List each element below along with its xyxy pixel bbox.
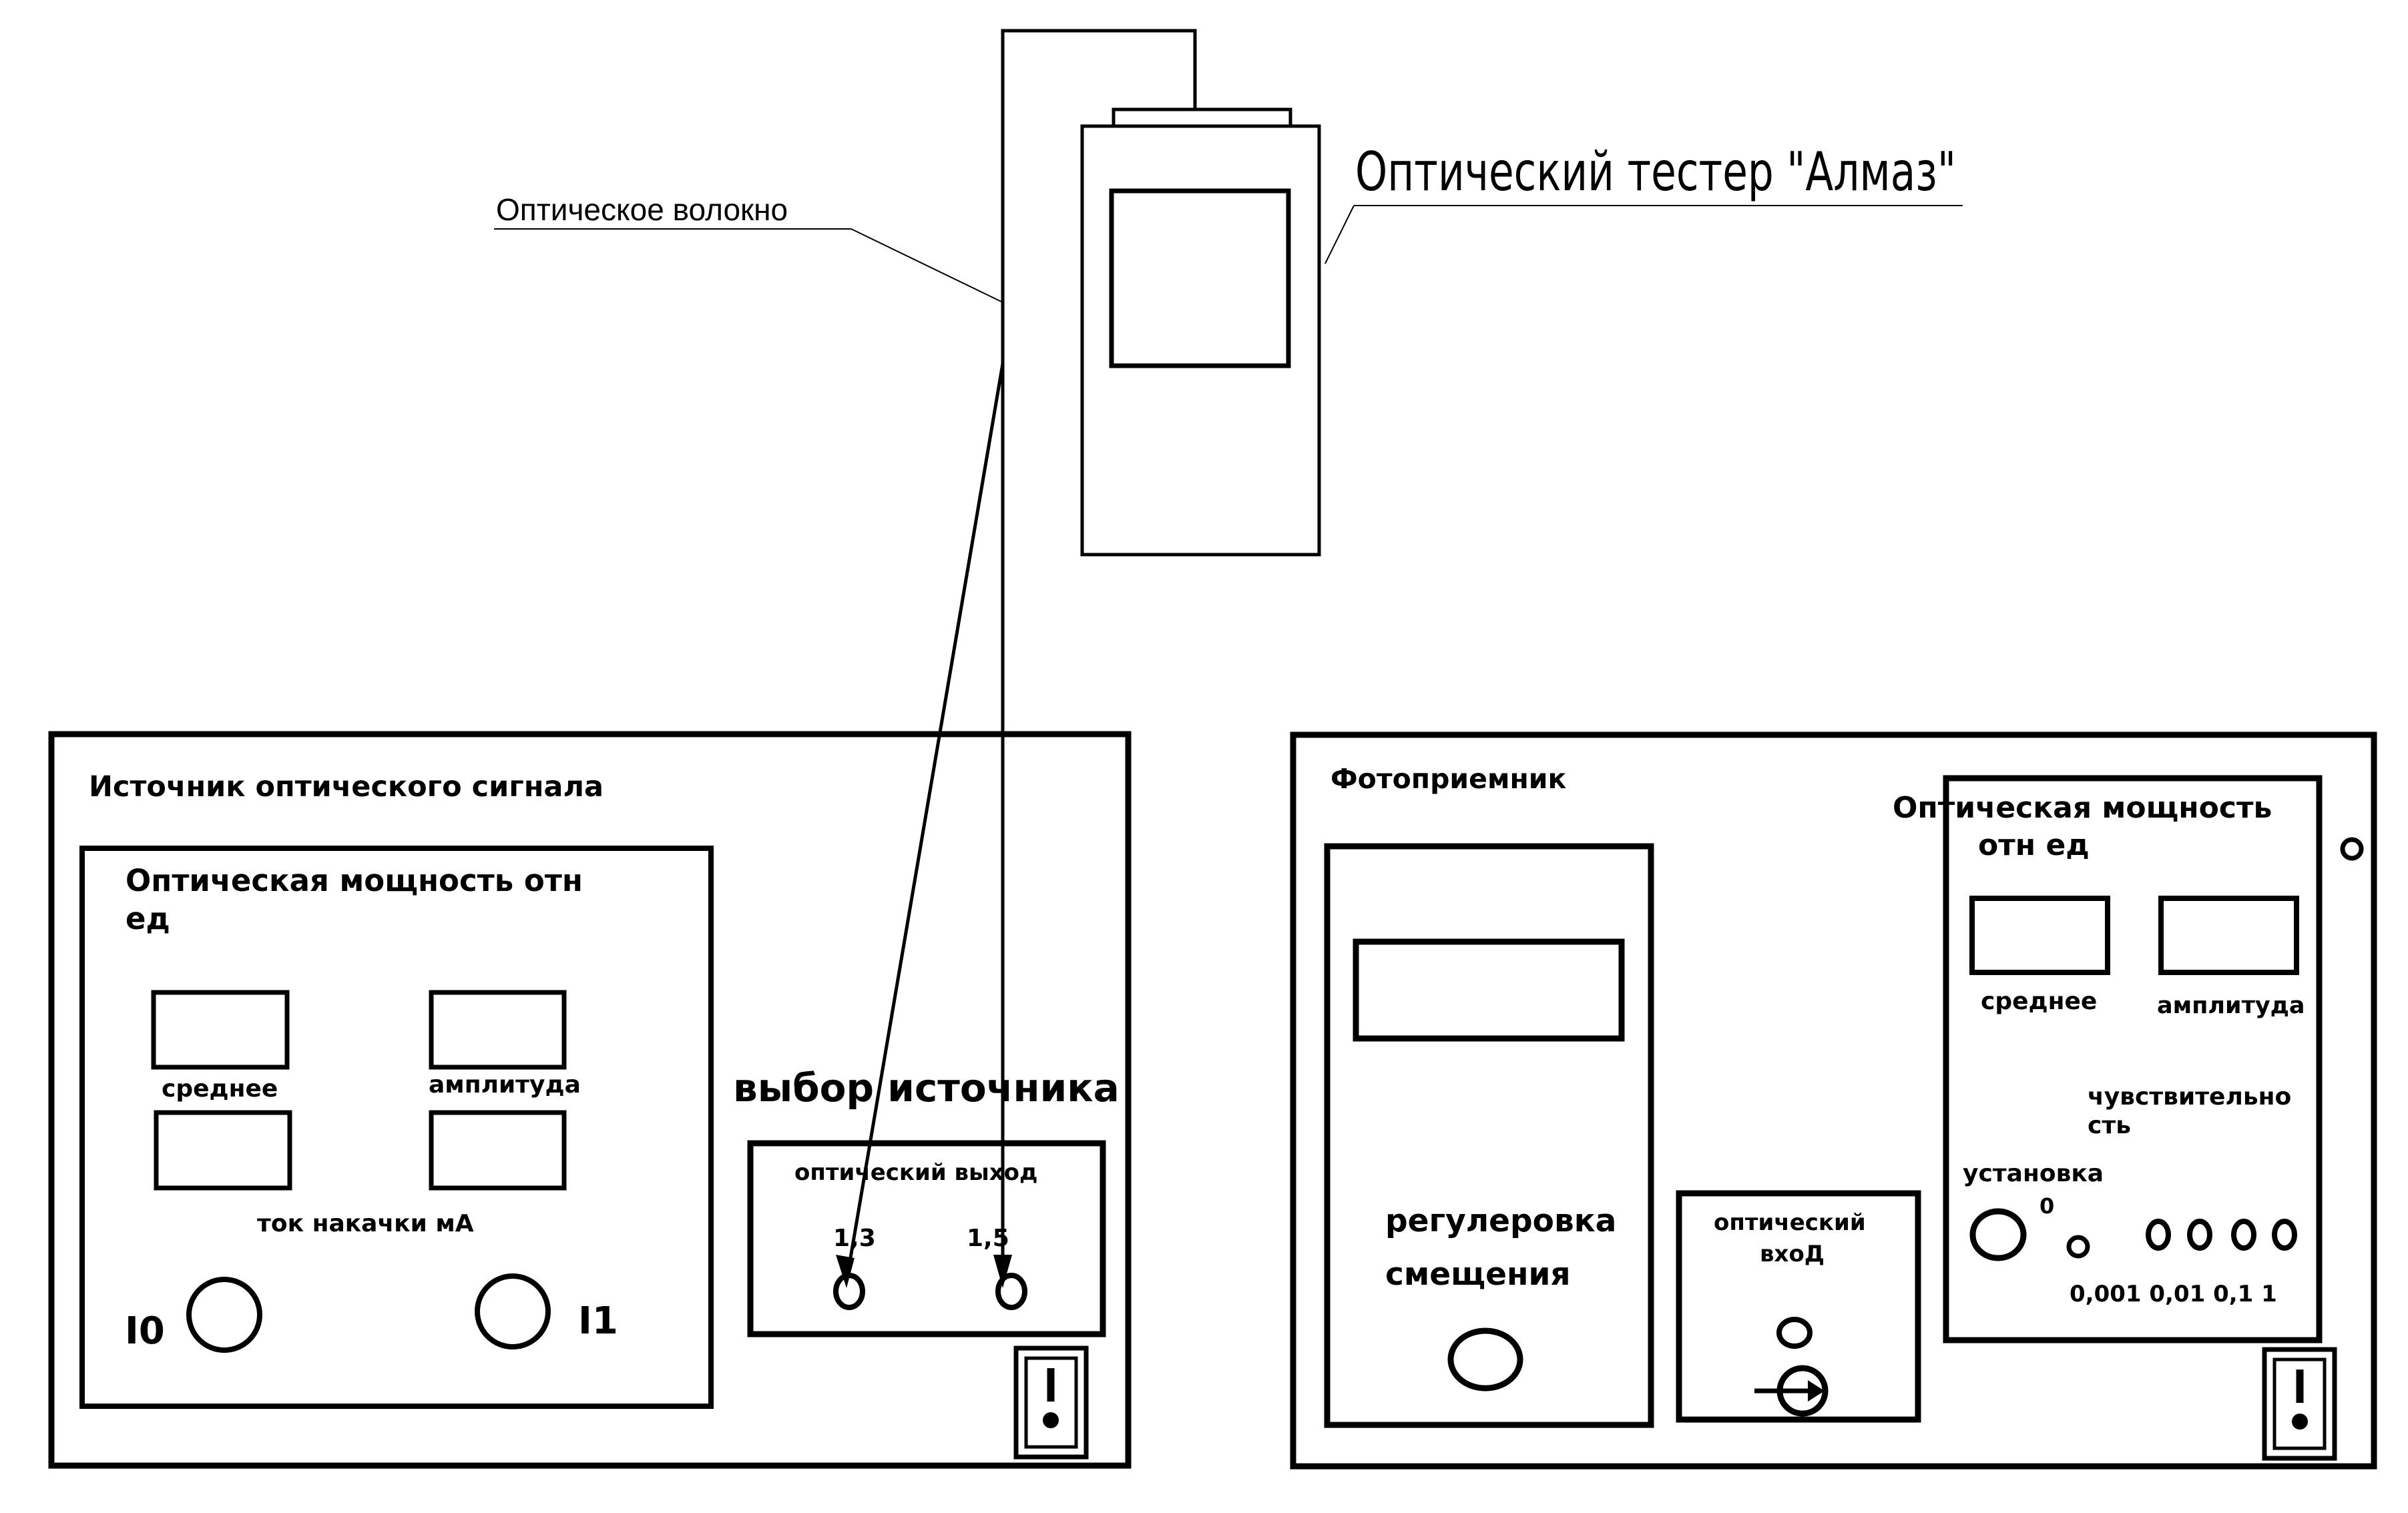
source-power-label-line2: ед — [126, 901, 170, 936]
receiver-corner-indicator — [2340, 837, 2364, 861]
receiver-sensitivity-label-line1: чувствительно — [2088, 1083, 2291, 1111]
receiver-sensitivity-label-line2: сть — [2088, 1112, 2131, 1139]
receiver-avg-label: среднее — [1981, 988, 2097, 1015]
fiber-label-leader — [851, 228, 1002, 302]
source-out-1-3-label: 1,3 — [833, 1225, 876, 1252]
arrow-head-1-5 — [993, 1255, 1012, 1288]
source-i0-label: I0 — [125, 1309, 165, 1353]
receiver-amp-display — [2158, 896, 2299, 975]
source-out-1-5-connector[interactable] — [995, 1273, 1027, 1310]
source-amp-label: амплитуда — [429, 1071, 581, 1099]
arrow-head-1-3 — [836, 1255, 855, 1288]
receiver-amp-label: амплитуда — [2157, 992, 2305, 1019]
receiver-bias-label-line1: регулеровка — [1385, 1203, 1616, 1239]
source-avg-display — [151, 990, 290, 1070]
receiver-power-switch[interactable] — [2262, 1347, 2337, 1461]
source-out-1-5-label: 1,5 — [967, 1225, 1009, 1252]
receiver-input-panel — [1676, 1190, 1921, 1423]
optical-fiber-cable — [1001, 29, 1197, 1281]
tester-connector — [1112, 107, 1292, 128]
source-amp-display — [429, 990, 567, 1070]
receiver-input-label-line2: вхоД — [1760, 1241, 1825, 1267]
receiver-avg-display — [1969, 896, 2110, 975]
receiver-scale-0-01-button[interactable] — [2187, 1219, 2212, 1251]
receiver-bias-display — [1353, 938, 1625, 1042]
source-power-label-line1: Оптическая мощность отн — [126, 863, 583, 898]
source-pump-display-left — [154, 1110, 292, 1191]
source-power-switch[interactable] — [1013, 1345, 1089, 1460]
source-title: Источник оптического сигнала — [89, 770, 604, 804]
receiver-title: Фотоприемник — [1331, 763, 1567, 795]
receiver-scale-1-button[interactable] — [2272, 1219, 2297, 1251]
receiver-setup-label: установка — [1963, 1160, 2104, 1187]
receiver-power-label-line1: Оптическая мощность — [1893, 791, 2272, 825]
receiver-scale-labels: 0,001 0,01 0,1 1 — [2070, 1281, 2277, 1307]
source-out-label: оптический выход — [794, 1159, 1038, 1186]
fiber-label: Оптическое волокно — [496, 192, 788, 227]
source-i1-label: I1 — [578, 1299, 618, 1343]
receiver-setup-knob[interactable] — [1969, 1208, 2027, 1261]
tester-title: Оптический тестер "Алмаз" — [1355, 141, 1956, 203]
source-avg-label: среднее — [162, 1075, 278, 1103]
receiver-bias-knob[interactable] — [1447, 1327, 1523, 1392]
source-i0-knob[interactable] — [186, 1277, 262, 1353]
source-out-1-3-connector[interactable] — [833, 1273, 865, 1310]
receiver-bias-panel — [1324, 843, 1654, 1428]
receiver-power-panel — [1943, 775, 2323, 1343]
source-power-panel — [79, 846, 714, 1409]
tester-display — [1109, 188, 1291, 368]
source-pump-display-right — [429, 1110, 567, 1191]
receiver-zero-button[interactable] — [2066, 1235, 2090, 1259]
receiver-zero-label: 0 — [2039, 1193, 2054, 1219]
signal-source-panel: Источник оптического сигнала Оптическая … — [48, 731, 1132, 1469]
receiver-bias-label-line2: смещения — [1385, 1256, 1571, 1293]
receiver-input-connector[interactable] — [1754, 1365, 1829, 1417]
source-i1-knob[interactable] — [475, 1273, 551, 1349]
source-pump-label: ток накачки мА — [257, 1210, 474, 1237]
fiber-branch-1-3 — [845, 363, 1005, 1282]
receiver-scale-0-1-button[interactable] — [2231, 1219, 2256, 1251]
receiver-input-label-line1: оптический — [1714, 1209, 1866, 1236]
photoreceiver-panel: Фотоприемник регулеровка смещения оптиче… — [1290, 731, 2377, 1470]
receiver-scale-0-001-button[interactable] — [2146, 1219, 2171, 1251]
receiver-input-indicator — [1776, 1317, 1813, 1349]
source-select-title: выбор источника — [733, 1065, 1120, 1111]
optical-tester-device — [1080, 107, 1321, 557]
source-select-panel — [747, 1140, 1106, 1337]
tester-title-leader — [1325, 205, 1355, 264]
receiver-power-label-line2: отн ед — [1978, 828, 2090, 862]
